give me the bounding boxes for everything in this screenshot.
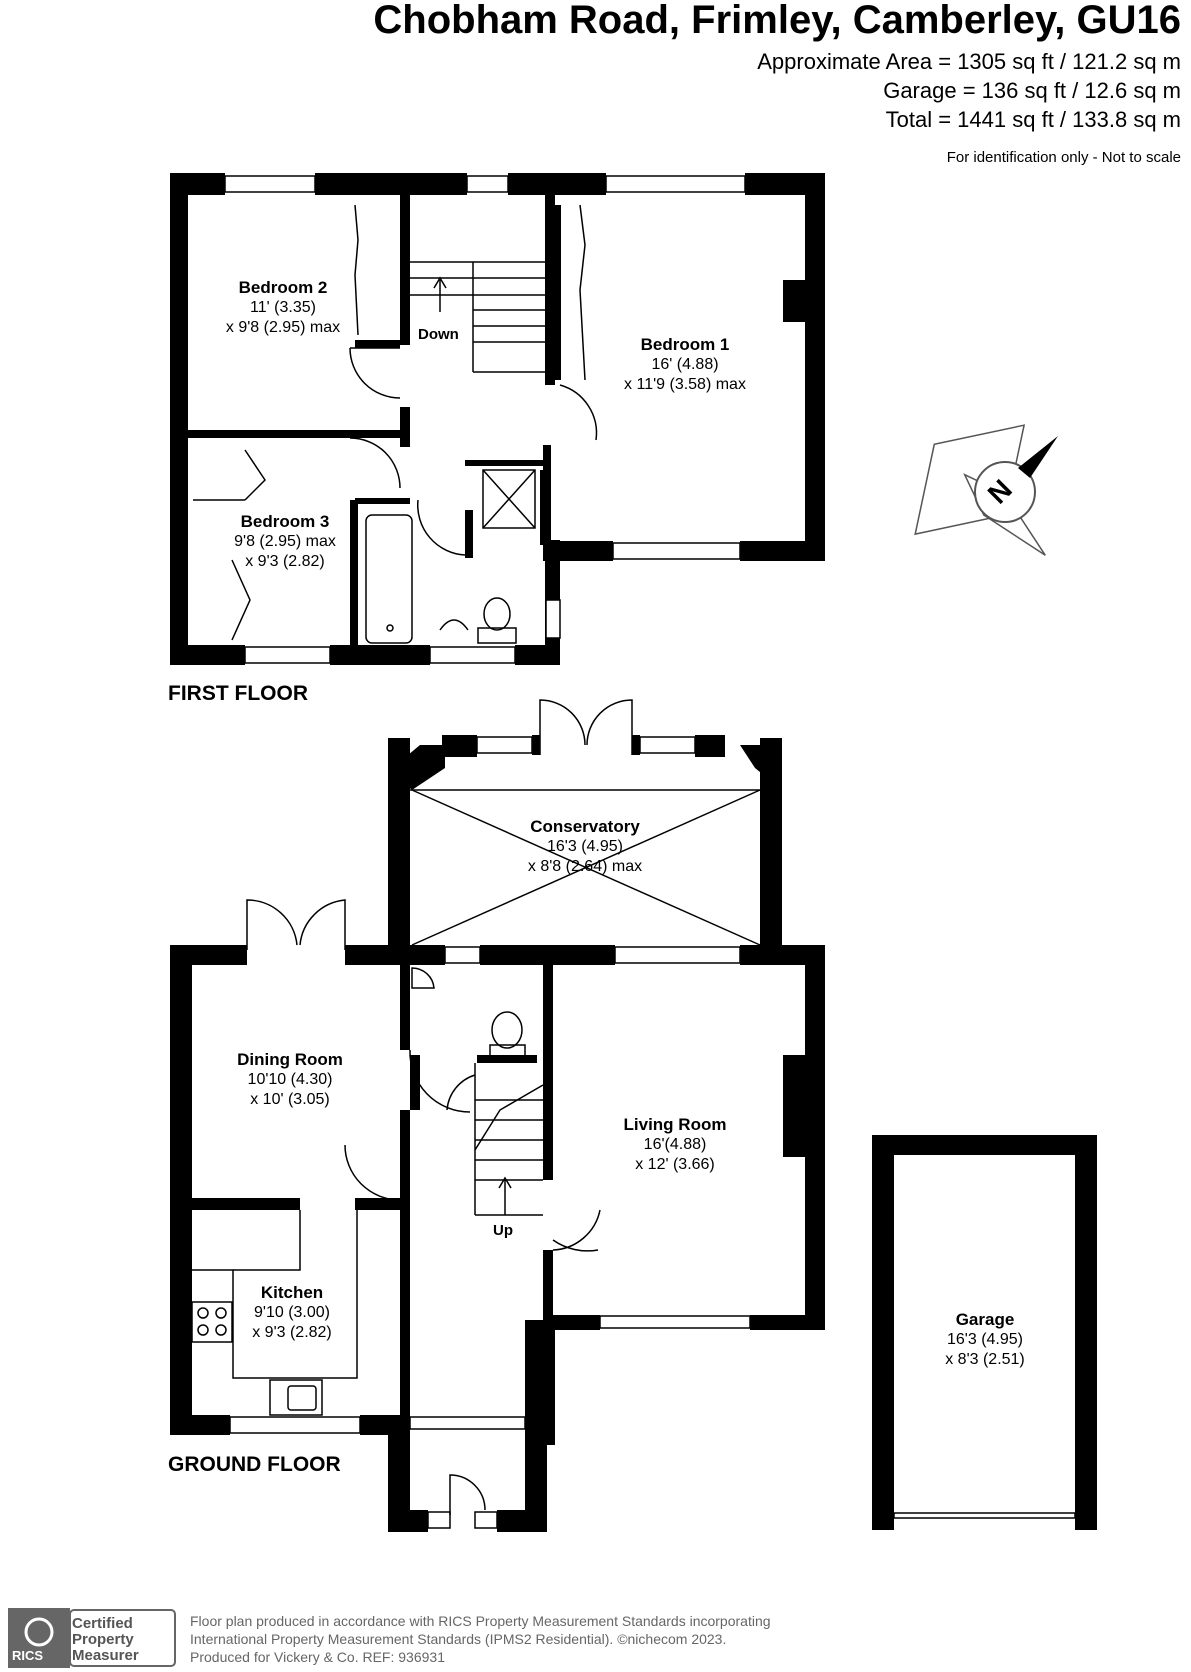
room-kitchen: Kitchen 9'10 (3.00) x 9'3 (2.82) [222,1283,362,1343]
room-name: Bedroom 3 [240,512,330,531]
footer-line: Produced for Vickery & Co. REF: 936931 [190,1649,445,1665]
room-dim: x 11'9 (3.58) max [624,376,746,393]
rics-badge [8,1608,176,1668]
room-dim: x 10' (3.05) [250,1091,330,1108]
badge-line: Certified [72,1615,133,1632]
area-garage: Garage = 136 sq ft / 12.6 sq m [883,78,1181,103]
room-name: Bedroom 2 [238,278,328,297]
room-dim: 16'(4.88) [643,1136,707,1153]
room-dim: x 12' (3.66) [635,1156,715,1173]
badge-line: Property [72,1631,134,1648]
room-dim: x 8'3 (2.51) [945,1351,1025,1368]
room-dim: x 9'3 (2.82) [245,553,325,570]
room-bedroom-3: Bedroom 3 9'8 (2.95) max x 9'3 (2.82) [210,512,360,572]
room-dim: 16'3 (4.95) [547,838,623,855]
fixtures [191,204,761,1515]
ground-floor-label: GROUND FLOOR [168,1453,341,1476]
room-garage: Garage 16'3 (4.95) x 8'3 (2.51) [915,1310,1055,1370]
disclaimer: For identification only - Not to scale [946,149,1181,166]
compass-icon [914,424,1058,556]
walls [170,173,1097,1532]
room-dim: 16' (4.88) [651,356,719,373]
room-name: Bedroom 1 [640,335,730,354]
room-name: Living Room [623,1115,727,1134]
room-dim: 16'3 (4.95) [947,1331,1023,1348]
stairs-down-label: Down [418,326,459,343]
room-name: Conservatory [530,817,640,836]
room-bedroom-1: Bedroom 1 16' (4.88) x 11'9 (3.58) max [605,335,765,395]
room-conservatory: Conservatory 16'3 (4.95) x 8'8 (2.64) ma… [505,817,665,877]
room-dim: 11' (3.35) [250,299,316,316]
page-title: Chobham Road, Frimley, Camberley, GU16 [373,0,1181,42]
windows [224,175,1076,1529]
room-dim: x 9'3 (2.82) [252,1324,332,1341]
room-dim: 9'10 (3.00) [254,1304,330,1321]
stairs-up-label: Up [493,1222,513,1239]
footer-line: International Property Measurement Stand… [190,1631,727,1647]
room-name: Dining Room [237,1050,343,1069]
area-total: Total = 1441 sq ft / 133.8 sq m [885,107,1181,132]
area-approx: Approximate Area = 1305 sq ft / 121.2 sq… [757,49,1181,74]
room-dining: Dining Room 10'10 (4.30) x 10' (3.05) [215,1050,365,1110]
room-living: Living Room 16'(4.88) x 12' (3.66) [600,1115,750,1175]
room-dim: x 8'8 (2.64) max [527,858,643,875]
room-name: Garage [955,1310,1015,1329]
room-bedroom-2: Bedroom 2 11' (3.35) x 9'8 (2.95) max [208,278,358,338]
first-floor-label: FIRST FLOOR [168,682,308,705]
certified-measurer-text: Certified Property Measurer [72,1616,139,1664]
room-name: Kitchen [260,1283,324,1302]
room-dim: 9'8 (2.95) max [234,533,336,550]
footer-line: Floor plan produced in accordance with R… [190,1613,771,1629]
badge-line: Measurer [72,1647,139,1664]
room-dim: 10'10 (4.30) [247,1071,333,1088]
rics-logo: RICS [12,1648,44,1663]
room-dim: x 9'8 (2.95) max [225,319,341,336]
footer-notes: Floor plan produced in accordance with R… [190,1612,771,1666]
